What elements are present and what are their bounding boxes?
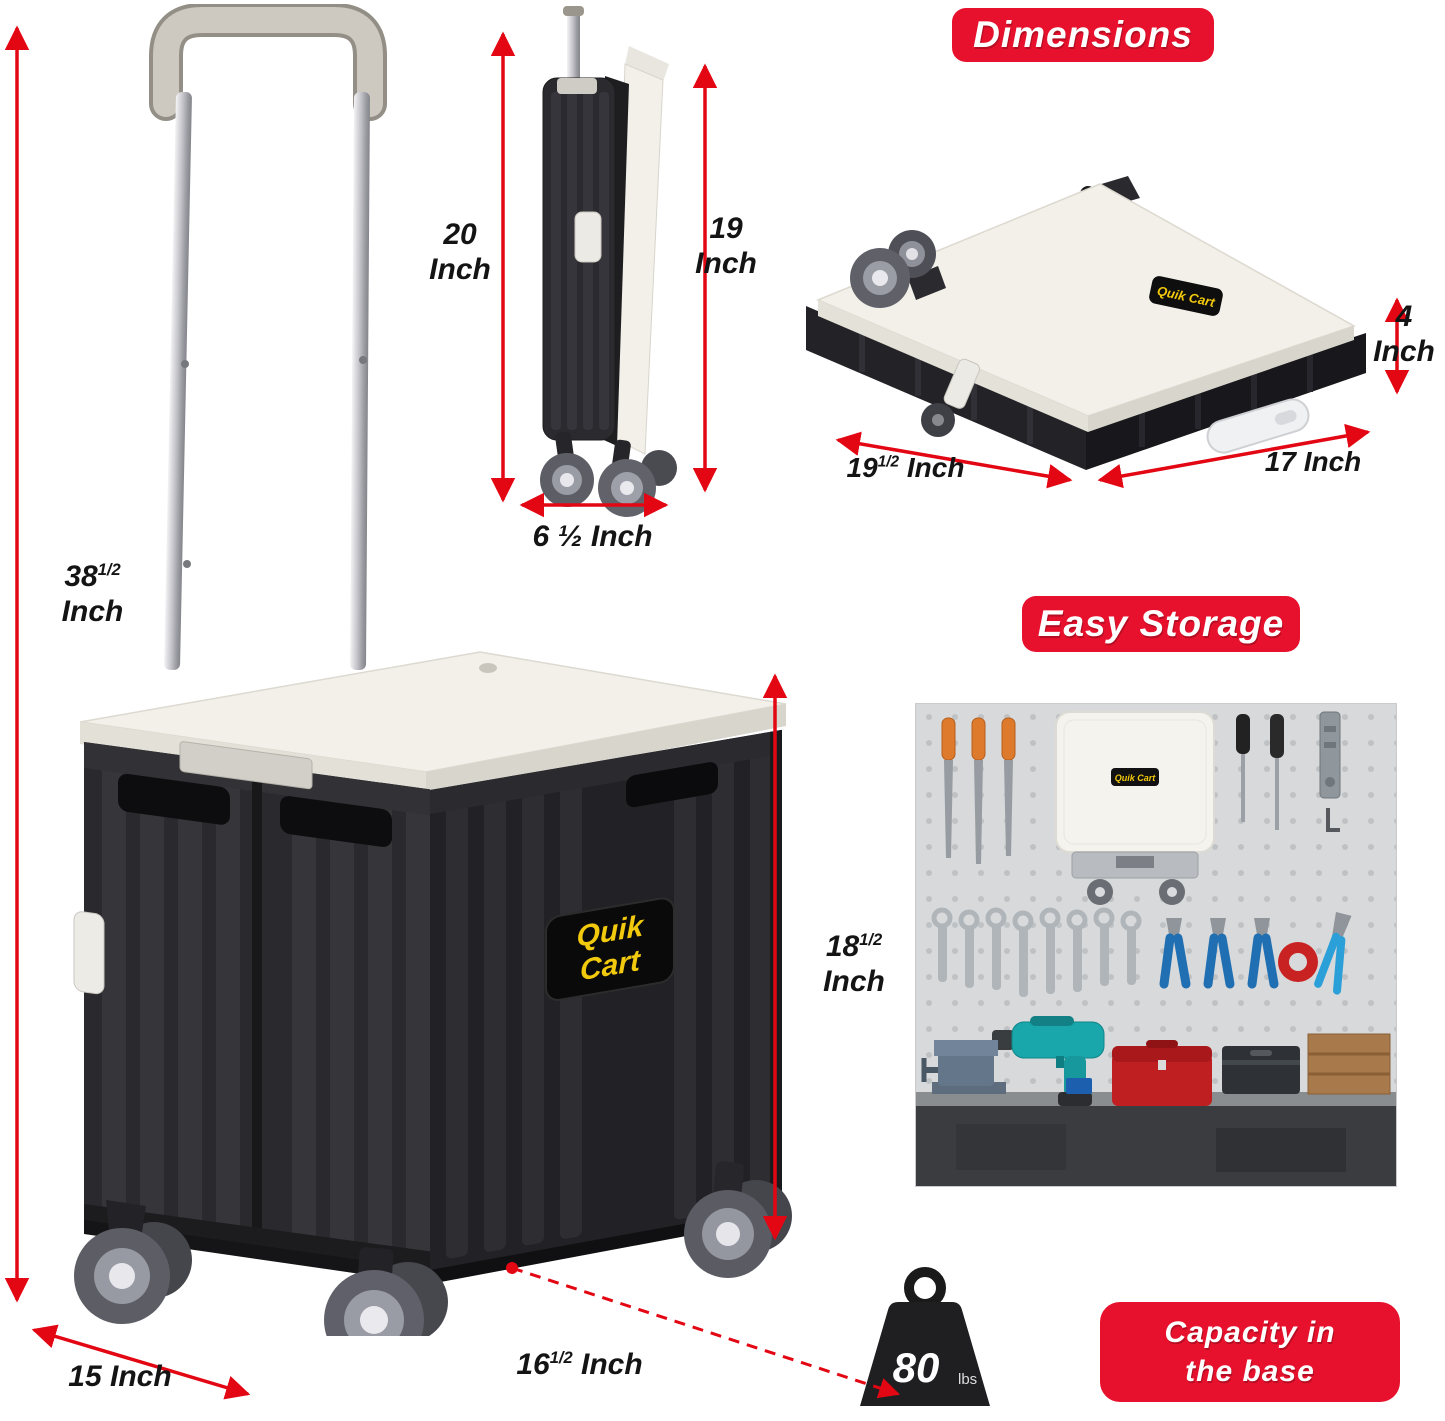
handle-slot [118,773,230,825]
dimensions-badge: Dimensions [952,8,1214,62]
capacity-badge-line1: Capacity in [1164,1316,1336,1349]
dim-unit: Inch [429,252,491,286]
folded-back-height-arrow [692,63,718,493]
dim-unit: Inch [906,452,965,483]
vise-icon [921,1040,1006,1094]
handle-slot [280,796,392,847]
dim-value: 4 [1395,300,1413,333]
folded-cart-illustration [540,6,677,517]
wrench-set-icon [931,907,1142,997]
organizer-case-icon [1222,1046,1300,1094]
open-height-arrow [762,673,788,1241]
folded-lid-top [625,46,669,82]
base-width-arrow [31,1324,251,1400]
dim-value: 19 [846,452,878,483]
capacity-badge: Capacity in the base [1100,1302,1400,1402]
tape-roll-icon [1278,942,1318,982]
capacity-value: 80 [893,1344,940,1391]
dim-unit: Inch [695,246,757,280]
files-icon [941,717,1016,864]
dim-unit: Inch [823,964,885,998]
folded-width-arrow [519,492,669,518]
dim-unit: Inch [61,594,124,628]
brand-logo: Quik Cart [545,897,675,1001]
flat-folded-cart-illustration: Quik Cart [806,176,1366,470]
capacity-unit: lbs [958,1371,977,1388]
dim-value: 16 [516,1348,550,1381]
folded-front-height-arrow [490,31,516,503]
pliers-icon [1159,918,1279,989]
capacity-badge-line2: the base [1185,1355,1315,1388]
dimension-label-base-depth: 161/2 Inch [492,1348,667,1383]
overall-height-arrow [4,25,30,1303]
dim-fraction: 1/2 [877,453,900,471]
dimension-label-folded-front-height: 20 Inch [420,218,500,287]
cart-front-panel [73,741,430,1272]
easy-storage-photo: Quik Cart [915,703,1397,1187]
wooden-crate-icon [1307,1033,1391,1095]
dimension-label-folded-width: 6 ½ Inch [500,520,685,555]
dim-unit: Inch [1303,446,1362,477]
lid-clip [557,78,597,94]
handle-slot [626,762,718,808]
flat-depth-arrow [835,431,1073,489]
dimension-label-open-height: 181/2 Inch [795,930,913,999]
handle-pole [567,6,580,100]
dimension-label-flat-thickness: 4 Inch [1368,300,1440,369]
dim-value: 20 [443,218,477,251]
dim-unit: Inch [590,520,653,553]
pegboard-scene: Quik Cart [916,704,1396,1186]
dimension-label-folded-back-height: 19 Inch [686,212,766,281]
dimension-label-base-width: 15 Inch [50,1360,190,1395]
telescoping-handle-icon [149,4,387,671]
flat-width-arrow [1097,423,1371,489]
dim-unit: Inch [1373,334,1435,368]
dim-value: 17 [1264,446,1296,477]
dim-fraction: 1/2 [97,561,121,579]
base-depth-dashed-line [506,1262,900,1399]
brand-logo: Quik Cart [1149,276,1223,316]
caster-wheel [324,1247,448,1336]
easy-storage-badge-label: Easy Storage [1037,603,1285,644]
caster-wheel [850,230,946,308]
easy-storage-badge: Easy Storage [1022,596,1300,652]
dimension-label-flat-width: 17 Inch [1248,446,1378,478]
dim-value: 19 [709,212,743,245]
dim-unit: Inch [110,1360,172,1393]
dim-value: 38 [64,560,98,593]
dimension-label-flat-depth: 191/2 Inch [818,452,993,484]
dim-fraction: 1/2 [859,931,883,949]
parts-bin [1066,1078,1092,1094]
screwdrivers-icon [1236,714,1284,830]
toolbox-icon [1112,1040,1212,1106]
side-latch [574,211,602,263]
brand-logo-text: Quik Cart [1115,773,1157,783]
dim-unit: Inch [580,1348,643,1381]
dimension-label-overall-height: 381/2 Inch [35,560,150,629]
flat-thickness-arrow [1384,297,1410,395]
groove-pliers-icon [1314,912,1352,995]
caster-wheel [74,1200,192,1324]
dim-value: 18 [825,930,860,963]
door-hinge [252,765,262,1249]
wall-mounted-folded-cart: Quik Cart [1055,711,1215,905]
multitool-icon [1319,711,1341,832]
dimensions-badge-label: Dimensions [973,14,1193,55]
dim-fraction: 1/2 [549,1349,573,1367]
dim-value: 6 ½ [532,520,583,553]
dim-value: 15 [68,1360,102,1393]
lid-clip [179,741,313,790]
flat-base-front [806,306,1086,470]
side-latch [943,358,980,409]
side-latch [73,911,105,995]
